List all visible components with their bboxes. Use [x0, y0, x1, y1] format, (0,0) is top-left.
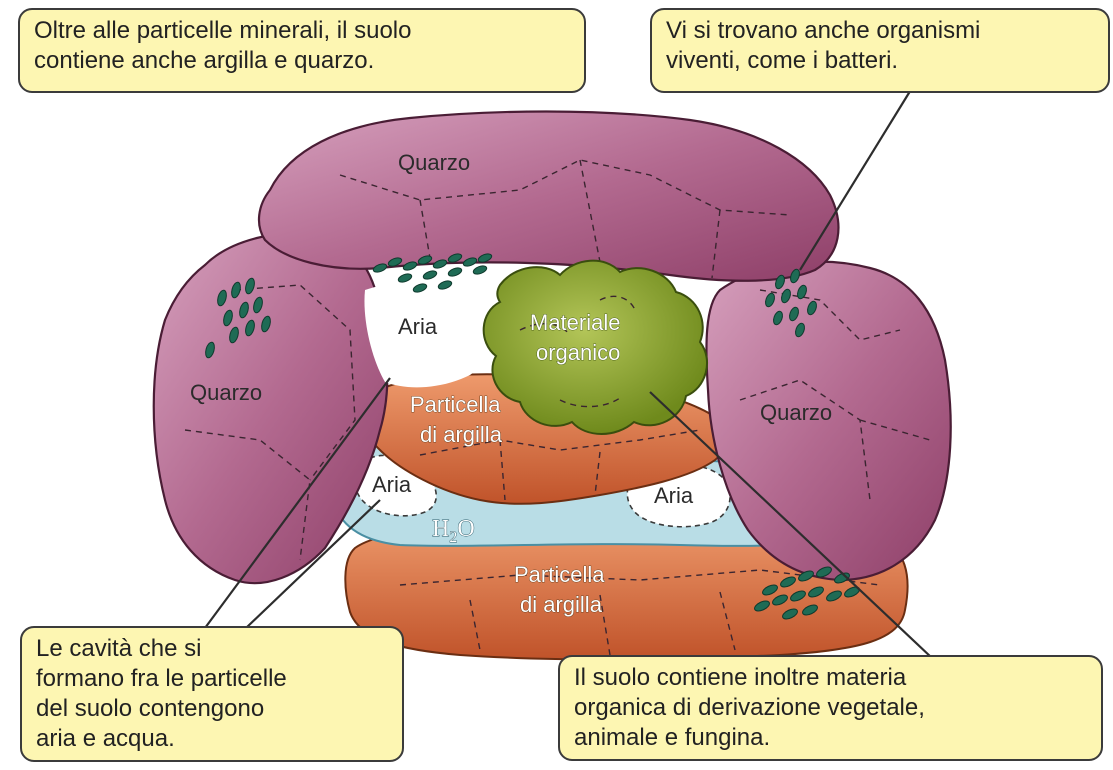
label-particella-top-2: di argilla	[420, 422, 503, 447]
label-materiale-2: organico	[536, 340, 620, 365]
callout-minerals: Oltre alle particelle minerali, il suolo…	[18, 8, 586, 93]
quartz-block-left	[154, 233, 388, 583]
label-aria-left: Aria	[372, 472, 412, 497]
label-particella-top-1: Particella	[410, 392, 501, 417]
label-particella-bottom-1: Particella	[514, 562, 605, 587]
quartz-block-top	[259, 112, 838, 281]
label-quarzo-right: Quarzo	[760, 400, 832, 425]
callout-organic: Il suolo contiene inoltre materia organi…	[558, 655, 1103, 761]
label-quarzo-left: Quarzo	[190, 380, 262, 405]
label-materiale-1: Materiale	[530, 310, 620, 335]
callout-cavities: Le cavità che si formano fra le particel…	[20, 626, 404, 762]
label-particella-bottom-2: di argilla	[520, 592, 603, 617]
label-quarzo-top: Quarzo	[398, 150, 470, 175]
callout-organisms: Vi si trovano anche organismi viventi, c…	[650, 8, 1110, 93]
label-aria-right: Aria	[654, 483, 694, 508]
label-aria-top: Aria	[398, 314, 438, 339]
